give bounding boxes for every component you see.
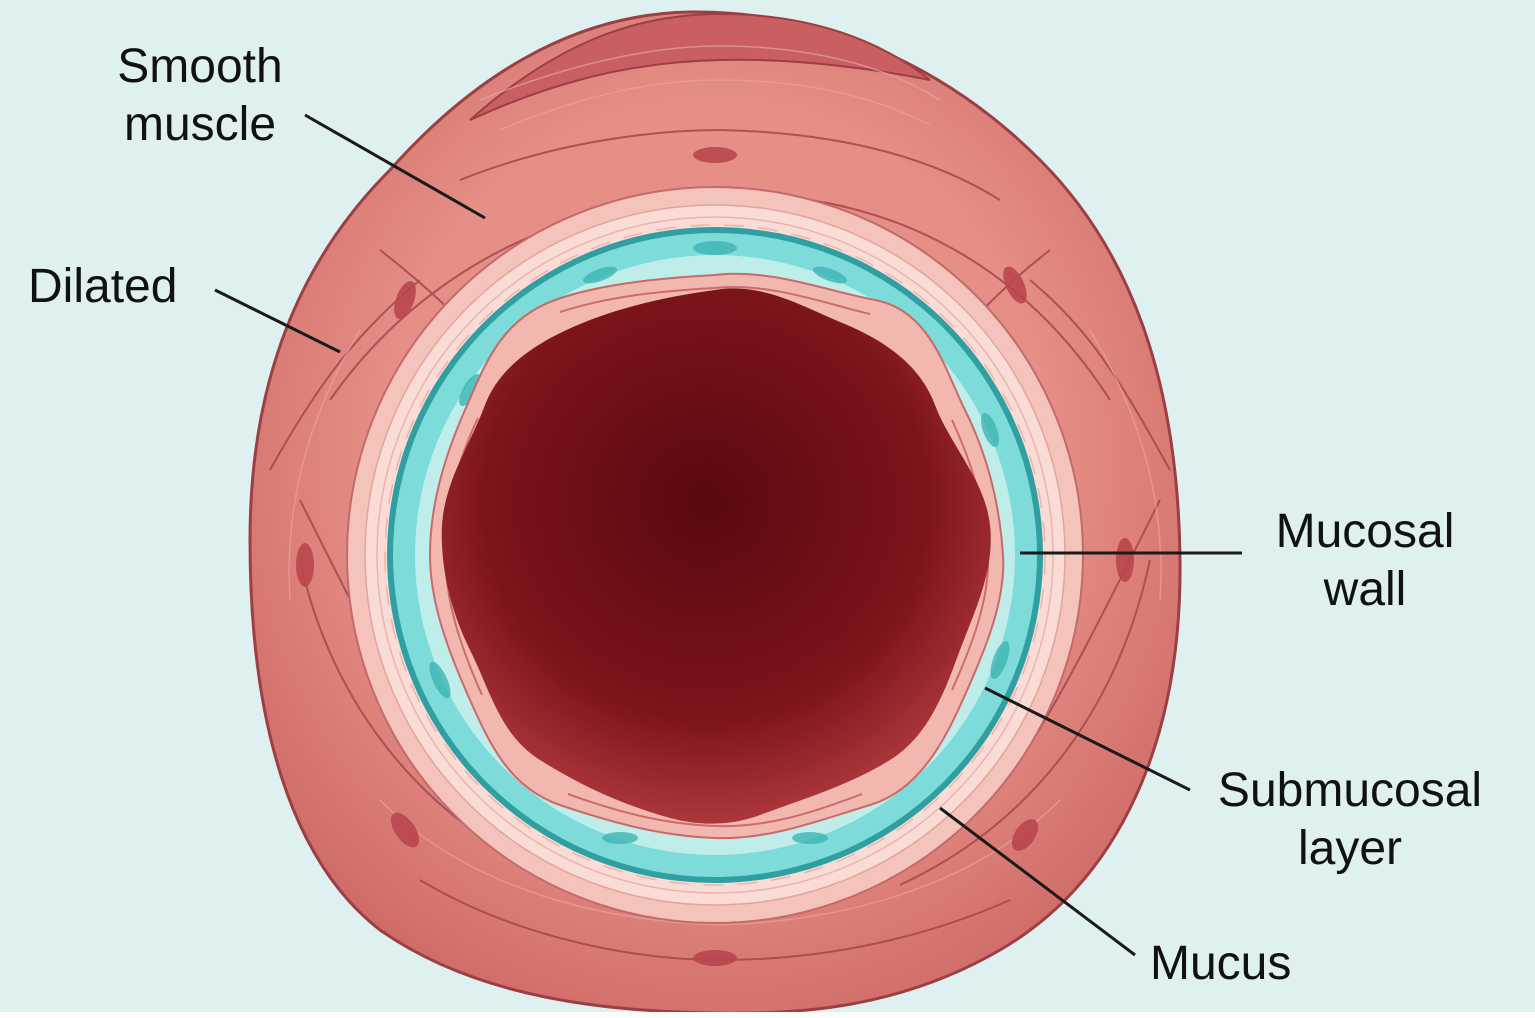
label-mucus: Mucus [1150, 935, 1315, 993]
label-smooth-muscle-line1: Smooth [100, 38, 300, 96]
label-smooth-muscle-line2: muscle [100, 96, 300, 154]
label-smooth-muscle: Smooth muscle [100, 38, 300, 154]
airway-lumen [442, 288, 991, 823]
label-mucosal-wall-line1: Mucosal [1255, 503, 1475, 561]
label-submucosal-layer-line2: layer [1195, 820, 1505, 878]
label-mucosal-wall-line2: wall [1255, 561, 1475, 619]
label-mucosal-wall: Mucosal wall [1255, 503, 1475, 619]
label-dilated: Dilated [28, 258, 208, 316]
label-submucosal-layer-line1: Submucosal [1195, 762, 1505, 820]
bottom-border [0, 1012, 1535, 1018]
label-submucosal-layer: Submucosal layer [1195, 762, 1505, 878]
